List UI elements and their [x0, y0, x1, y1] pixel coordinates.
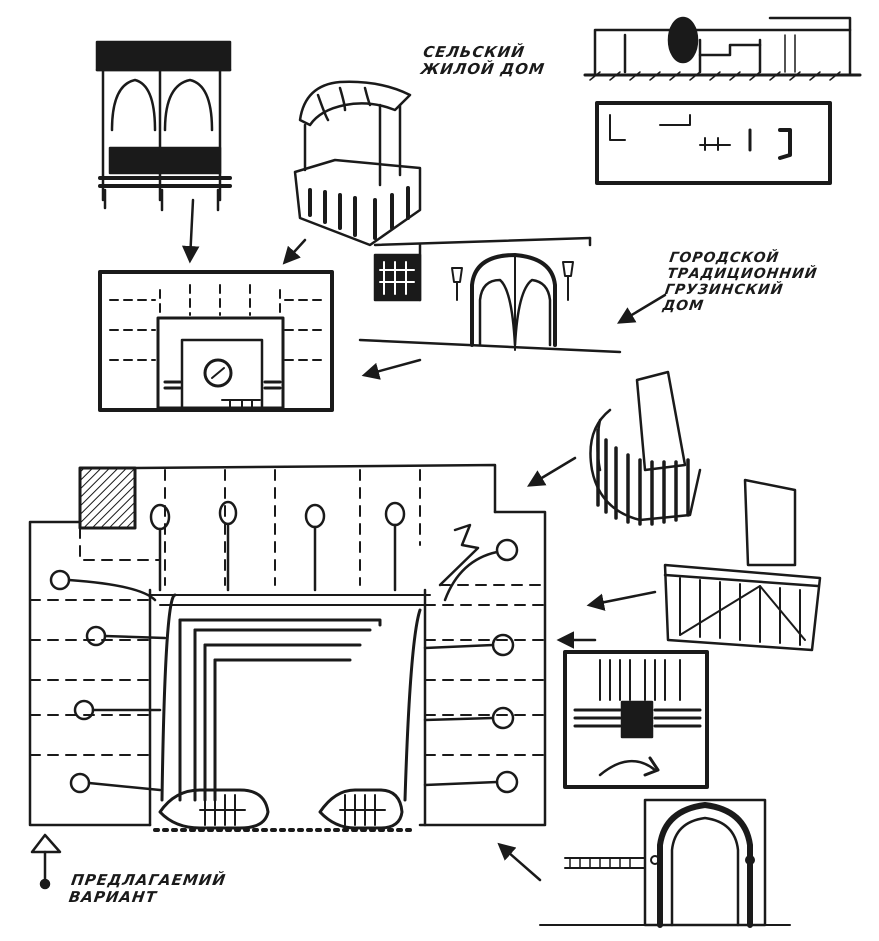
- sketch-courtyard-plan: [98, 270, 334, 412]
- label-urban-house: ГОРОДСКОЙ ТРАДИЦИОННИЙ ГРУЗИНСКИЙ ДОМ: [661, 250, 820, 314]
- sketch-urban-facade: [358, 236, 622, 354]
- sketch-curved-balcony: [589, 370, 702, 526]
- sketch-arched-gate: [539, 798, 791, 928]
- label-urban-house-line-4: ДОМ: [661, 298, 706, 315]
- label-rural-house-line-1: СЕЛЬСКИЙ: [422, 43, 527, 61]
- north-arrow-icon: [30, 833, 62, 890]
- label-urban-house-line-3: ГРУЗИНСКИЙ: [663, 282, 785, 299]
- label-urban-house-line-1: ГОРОДСКОЙ: [668, 250, 781, 266]
- sketch-straight-balcony: [663, 478, 822, 652]
- label-proposed-variant-line-2: ВАРИАНТ: [67, 888, 159, 907]
- label-proposed-variant: ПРЕДЛАГАЕМИЙ ВАРИАНТ: [67, 871, 228, 907]
- sketch-rural-house: [583, 16, 862, 185]
- label-urban-house-line-2: ТРАДИЦИОННИЙ: [666, 266, 819, 283]
- sketch-stair-plan: [563, 650, 709, 789]
- sketch-canopy-balcony: [293, 80, 422, 247]
- label-proposed-variant-line-1: ПРЕДЛАГАЕМИЙ: [70, 871, 228, 889]
- sketch-roofed-balcony: [95, 40, 232, 212]
- sketch-proposed-plan: [28, 463, 547, 832]
- label-rural-house: СЕЛЬСКИЙ ЖИЛОЙ ДОМ: [419, 43, 549, 79]
- sketch-arrows: [181, 198, 667, 882]
- label-rural-house-line-2: ЖИЛОЙ ДОМ: [419, 60, 547, 79]
